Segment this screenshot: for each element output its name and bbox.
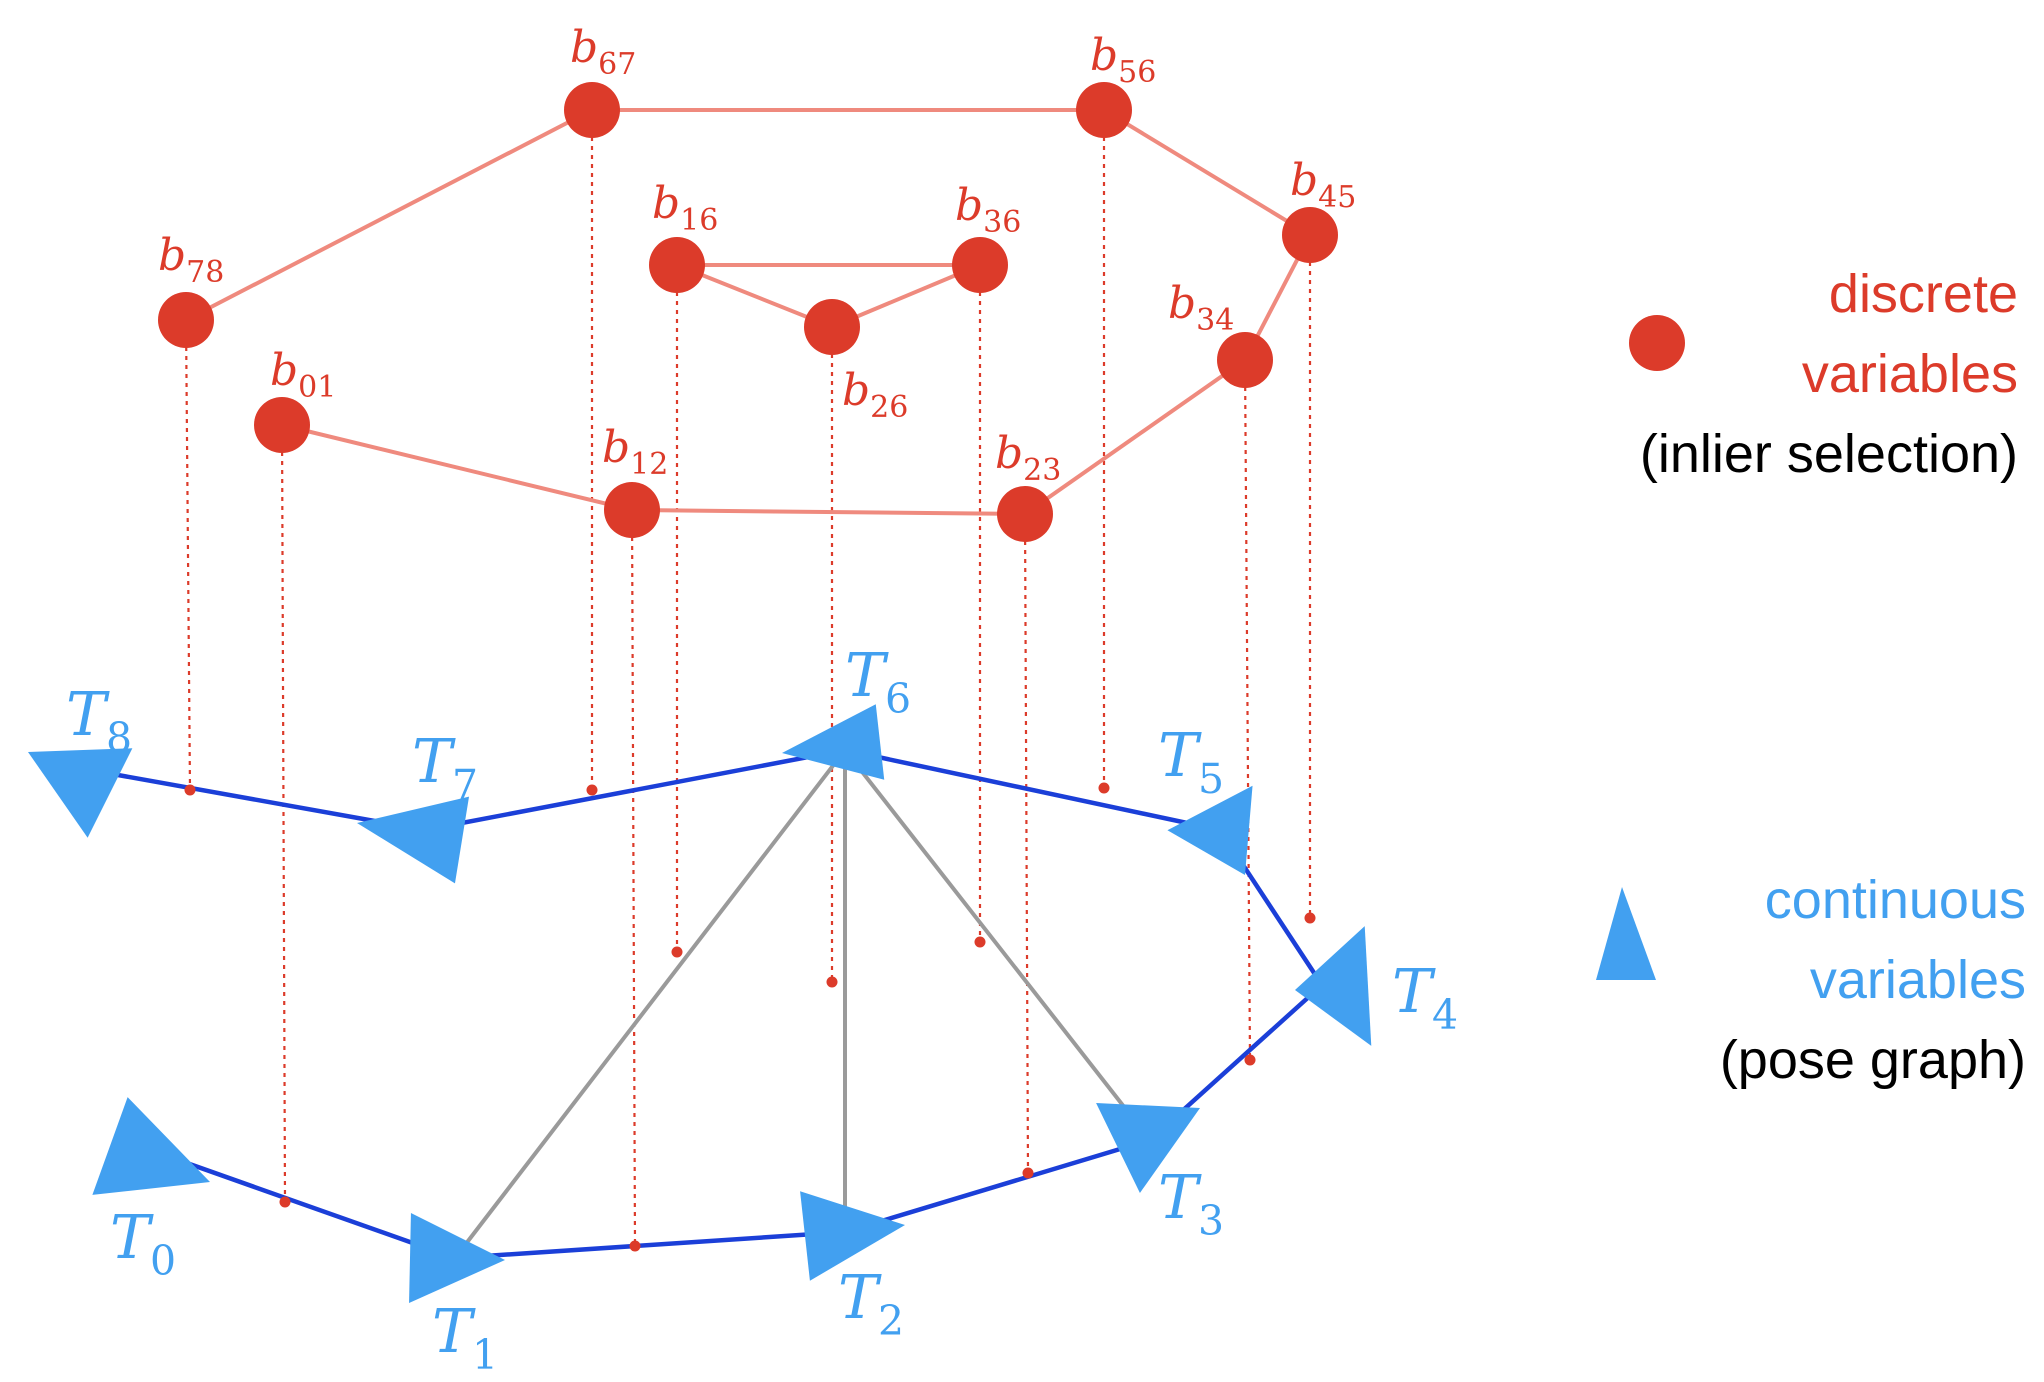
label-T6: T6	[845, 641, 911, 723]
odometry-edge-T2-T3	[844, 1137, 1151, 1235]
discrete-node-b26	[804, 299, 860, 355]
pose-T6-icon	[782, 704, 885, 780]
discrete-edge-b34-b23	[1023, 358, 1247, 516]
projection-line-b23	[1023, 513, 1030, 1174]
pose-T0-icon	[92, 1097, 210, 1195]
loop-closure-edges	[453, 748, 1152, 1260]
discrete-nodes	[158, 82, 1338, 542]
projection-dot-b26	[826, 976, 838, 988]
odometry-edge-T5-T6	[844, 747, 1221, 833]
odometry-edge-T7-T8	[89, 767, 426, 833]
projection-line-b01	[280, 424, 287, 1203]
label-b23: b23	[995, 428, 1061, 488]
projection-dot-b45	[1304, 912, 1316, 924]
pose-T3-icon	[1096, 1103, 1200, 1193]
legend-discrete-line2: variables	[1802, 344, 2018, 404]
label-b16: b16	[652, 178, 718, 238]
legend-continuous-line1: continuous	[1765, 870, 2026, 930]
label-T3: T3	[1158, 1163, 1224, 1245]
pose-T4-icon	[1295, 926, 1372, 1046]
odometry-edge-T6-T7	[424, 747, 846, 833]
projection-dot-b67	[586, 784, 598, 796]
projection-line-b12	[630, 509, 637, 1247]
discrete-edges	[185, 108, 1312, 516]
label-T2: T2	[838, 1263, 904, 1345]
discrete-edge-b78-b67	[185, 108, 593, 322]
pose-T1-icon	[409, 1213, 505, 1303]
label-b34: b34	[1168, 278, 1234, 338]
projection-dot-b56	[1098, 782, 1110, 794]
discrete-edge-b23-b12	[631, 508, 1026, 516]
label-T5: T5	[1158, 721, 1224, 803]
label-b67: b67	[570, 22, 636, 82]
discrete-node-b56	[1076, 82, 1132, 138]
projection-line-b78	[184, 319, 192, 791]
projection-dot-b36	[974, 936, 986, 948]
legend-continuous-marker-icon	[1596, 887, 1656, 980]
loop-closure-T6-T1	[453, 748, 847, 1260]
legend: discrete variables (inlier selection) co…	[1596, 264, 2026, 1090]
label-b78: b78	[158, 230, 224, 290]
pose-T7-icon	[357, 796, 470, 884]
discrete-node-b36	[952, 237, 1008, 293]
discrete-node-b16	[649, 237, 705, 293]
discrete-node-b78	[158, 292, 214, 348]
label-b12: b12	[602, 422, 668, 482]
projection-dot-b78	[184, 784, 196, 796]
legend-discrete-line3: (inlier selection)	[1640, 424, 2018, 484]
label-b45: b45	[1290, 155, 1356, 215]
label-T7: T7	[412, 727, 478, 809]
discrete-edge-b56-b45	[1102, 108, 1312, 237]
label-b26: b26	[842, 365, 908, 425]
discrete-node-b67	[564, 82, 620, 138]
label-T8: T8	[66, 680, 132, 762]
projection-line-b34	[1243, 359, 1252, 1061]
projection-lines	[184, 110, 1312, 1247]
pose-T8-icon	[28, 748, 133, 838]
discrete-node-b45	[1282, 207, 1338, 263]
label-T1: T1	[432, 1297, 498, 1379]
odometry-edge-T0-T1	[149, 1147, 456, 1261]
label-b01: b01	[270, 345, 336, 405]
projection-dot-b34	[1244, 1054, 1256, 1066]
legend-continuous-line2: variables	[1810, 950, 2026, 1010]
pose-nodes	[28, 704, 1372, 1303]
legend-continuous-line3: (pose graph)	[1720, 1030, 2026, 1090]
label-b56: b56	[1090, 30, 1156, 90]
projection-dot-b23	[1022, 1167, 1034, 1179]
discrete-node-b23	[997, 486, 1053, 542]
projection-dots	[184, 782, 1316, 1252]
discrete-edge-b12-b01	[281, 423, 633, 512]
odometry-edge-T1-T2	[454, 1229, 846, 1261]
label-T4: T4	[1392, 957, 1458, 1039]
discrete-node-b01	[254, 397, 310, 453]
label-T0: T0	[110, 1203, 176, 1285]
pose-T2-icon	[800, 1191, 905, 1281]
projection-dot-b12	[629, 1240, 641, 1252]
projection-dot-b01	[279, 1196, 291, 1208]
discrete-node-b34	[1217, 332, 1273, 388]
pose-T5-icon	[1167, 785, 1253, 875]
loop-closure-T6-T3	[843, 748, 1152, 1142]
projection-dot-b16	[671, 946, 683, 958]
legend-discrete-marker-icon	[1629, 315, 1685, 371]
discrete-node-b12	[604, 482, 660, 538]
legend-discrete-line1: discrete	[1829, 264, 2018, 324]
label-b36: b36	[955, 180, 1021, 240]
